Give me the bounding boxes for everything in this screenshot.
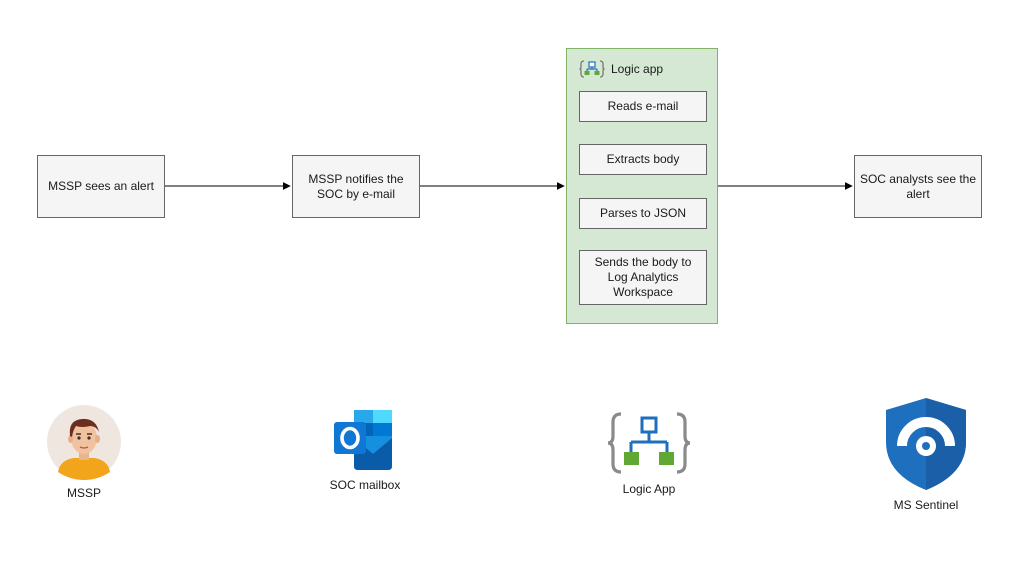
mssp-sees-alert-box: MSSP sees an alert [37, 155, 165, 218]
mssp-notifies-label: MSSP notifies the SOC by e-mail [308, 171, 404, 201]
legend-label-logic-app: Logic App [622, 482, 676, 496]
step-extracts-body: Extracts body [579, 144, 707, 175]
step-label: Reads e-mail [607, 99, 679, 113]
legend-logic-app: Logic App [604, 410, 694, 496]
logic-app-small-icon [579, 60, 605, 78]
logic-app-title: Logic app [611, 62, 664, 76]
step-label: Extracts body [606, 152, 680, 166]
legend-ms-sentinel: MS Sentinel [878, 396, 974, 512]
legend-mssp: MSSP [40, 404, 128, 500]
mssp-sees-alert-label: MSSP sees an alert [48, 179, 154, 193]
legend-label-soc-mailbox: SOC mailbox [329, 478, 401, 492]
step-sends-body: Sends the body to Log Analytics Workspac… [579, 250, 707, 305]
soc-analysts-box: SOC analysts see the alert [854, 155, 982, 218]
sentinel-shield-icon [886, 398, 966, 490]
legend-soc-mailbox: SOC mailbox [320, 408, 410, 492]
logic-app-icon [607, 412, 691, 474]
step-label: Parses to JSON [599, 206, 687, 220]
outlook-icon [334, 410, 392, 470]
step-reads-email: Reads e-mail [579, 91, 707, 122]
step-label: Sends the body to Log Analytics Workspac… [594, 255, 692, 299]
legend-label-mssp: MSSP [66, 486, 101, 500]
person-avatar-icon [47, 405, 121, 480]
soc-analysts-label: SOC analysts see the alert [859, 171, 977, 201]
logic-app-container: Logic app Reads e-mail Extracts body Par… [566, 48, 718, 324]
logic-app-header: Logic app [579, 59, 663, 79]
step-parses-json: Parses to JSON [579, 198, 707, 229]
legend-label-ms-sentinel: MS Sentinel [893, 498, 959, 512]
mssp-notifies-box: MSSP notifies the SOC by e-mail [292, 155, 420, 218]
